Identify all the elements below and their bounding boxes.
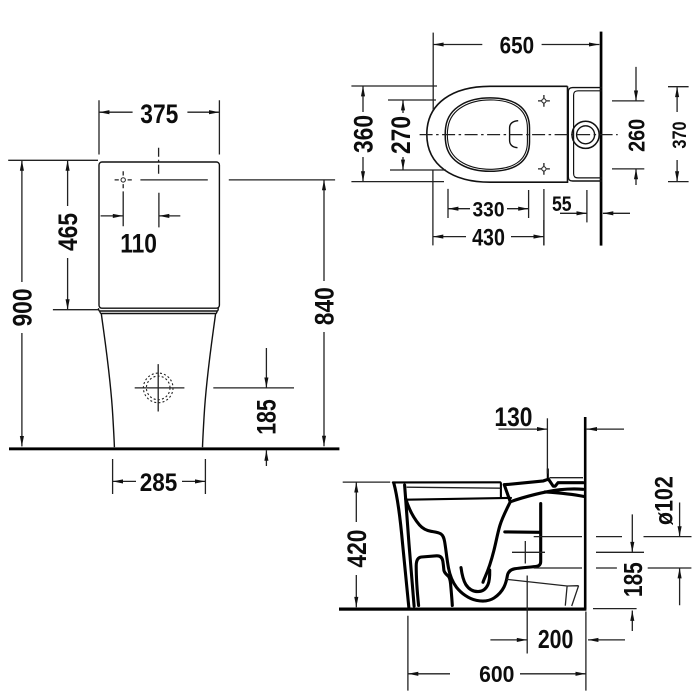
svg-text:465: 465 [55,213,84,251]
svg-text:285: 285 [140,469,178,497]
svg-text:270: 270 [387,116,416,154]
svg-text:330: 330 [473,199,505,222]
svg-text:375: 375 [140,100,178,129]
svg-text:430: 430 [472,224,505,251]
svg-text:55: 55 [552,193,572,217]
svg-text:110: 110 [120,230,157,259]
svg-text:185: 185 [252,399,282,435]
svg-text:840: 840 [311,287,340,325]
svg-text:370: 370 [669,121,690,148]
svg-text:360: 360 [350,115,379,153]
svg-text:420: 420 [343,530,372,568]
svg-text:200: 200 [538,625,574,655]
svg-text:ø102: ø102 [650,476,678,525]
svg-text:900: 900 [9,288,38,326]
svg-text:130: 130 [494,403,532,432]
svg-text:185: 185 [619,562,648,597]
svg-text:600: 600 [479,661,514,687]
svg-text:650: 650 [500,32,534,59]
svg-text:260: 260 [624,119,650,152]
